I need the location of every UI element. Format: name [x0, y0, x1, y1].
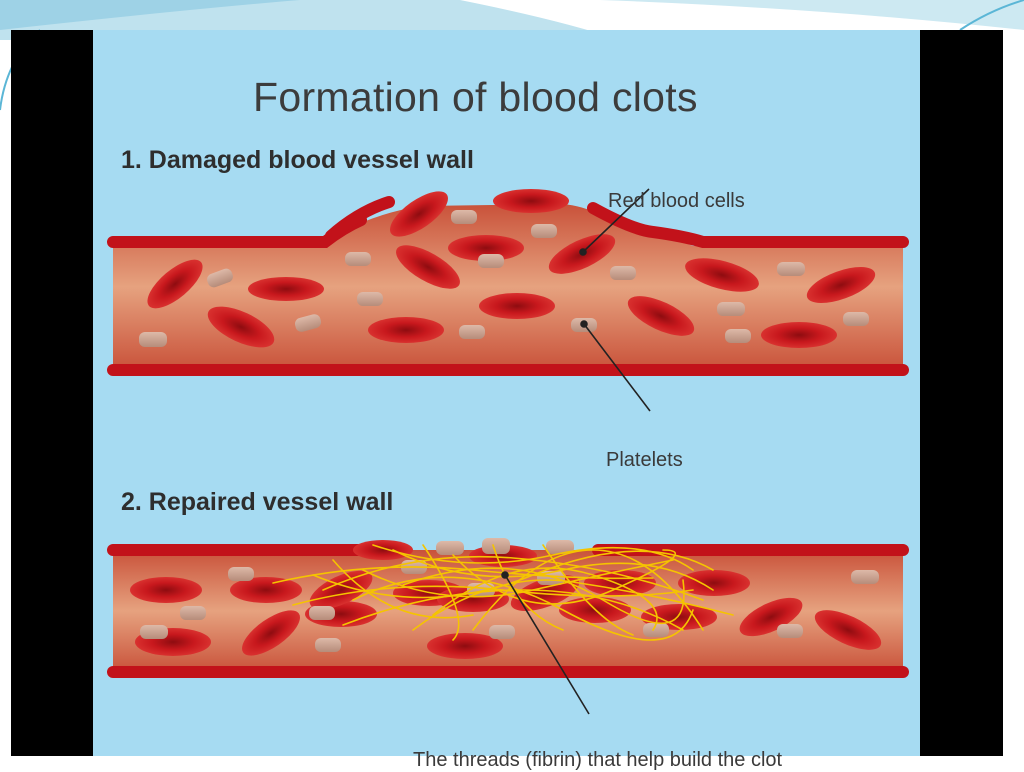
platelet	[478, 254, 504, 268]
label-pointers	[501, 188, 651, 715]
red-blood-cell	[678, 570, 750, 596]
label-fibrin: The threads (fibrin) that help build the…	[413, 749, 783, 771]
pointer-dot	[579, 248, 587, 256]
platelet	[180, 606, 206, 620]
red-blood-cell	[242, 610, 300, 656]
platelet	[436, 541, 464, 555]
platelet	[467, 583, 495, 597]
red-blood-cell	[248, 277, 324, 301]
platelet	[843, 312, 869, 326]
red-blood-cell	[130, 577, 202, 603]
red-blood-cell	[396, 245, 460, 289]
red-blood-cell	[814, 610, 882, 650]
pointer-fibrin	[504, 574, 590, 715]
red-blood-cell	[479, 293, 555, 319]
blood-clot-illustration	[107, 188, 909, 715]
platelet	[643, 623, 669, 637]
platelet	[459, 325, 485, 339]
platelet	[357, 292, 383, 306]
platelet	[294, 314, 322, 332]
label-red-blood-cells: Red blood cells	[608, 190, 745, 212]
platelet	[777, 624, 803, 638]
red-blood-cell	[761, 322, 837, 348]
platelet	[309, 606, 335, 620]
platelet	[451, 210, 477, 224]
platelet	[531, 224, 557, 238]
platelet	[777, 262, 805, 276]
platelet	[546, 540, 574, 554]
red-blood-cell	[427, 633, 503, 659]
red-blood-cell	[207, 306, 275, 348]
platelet	[345, 252, 371, 266]
fibrin-threads	[272, 544, 734, 641]
platelet	[315, 638, 341, 652]
red-blood-cell	[390, 191, 448, 237]
platelet	[717, 302, 745, 316]
red-blood-cell	[685, 258, 759, 292]
platelet	[482, 538, 510, 554]
platelets-vessel-1	[139, 210, 869, 347]
pointer-red-blood-cells	[582, 188, 650, 253]
platelet	[725, 329, 751, 343]
red-blood-cell	[368, 317, 444, 343]
red-blood-cell	[448, 235, 524, 261]
red-blood-cells-vessel-1	[147, 189, 876, 348]
platelet	[851, 570, 879, 584]
red-blood-cell	[806, 266, 876, 304]
page-title: Formation of blood clots	[253, 74, 698, 120]
pointer-dot	[580, 320, 588, 328]
red-blood-cell	[230, 577, 302, 603]
red-blood-cell	[353, 540, 413, 560]
pointer-dot	[501, 571, 509, 579]
red-blood-cell	[584, 570, 656, 596]
label-platelets: Platelets	[606, 449, 683, 471]
red-blood-cell	[493, 189, 569, 213]
platelets-vessel-2	[140, 538, 879, 652]
diagram-panel: Formation of blood clots 1. Damaged bloo…	[93, 30, 920, 771]
section-heading-damaged: 1. Damaged blood vessel wall	[121, 146, 474, 174]
red-blood-cell	[309, 570, 373, 610]
platelet	[489, 625, 515, 639]
platelet	[228, 567, 254, 581]
red-blood-cell	[147, 259, 203, 309]
platelet	[207, 268, 233, 288]
red-blood-cell	[627, 296, 695, 336]
platelet	[610, 266, 636, 280]
section-heading-repaired: 2. Repaired vessel wall	[121, 488, 394, 516]
red-blood-cell	[739, 597, 803, 637]
platelet	[139, 332, 167, 347]
pointer-platelets	[583, 323, 651, 412]
platelet	[140, 625, 168, 639]
